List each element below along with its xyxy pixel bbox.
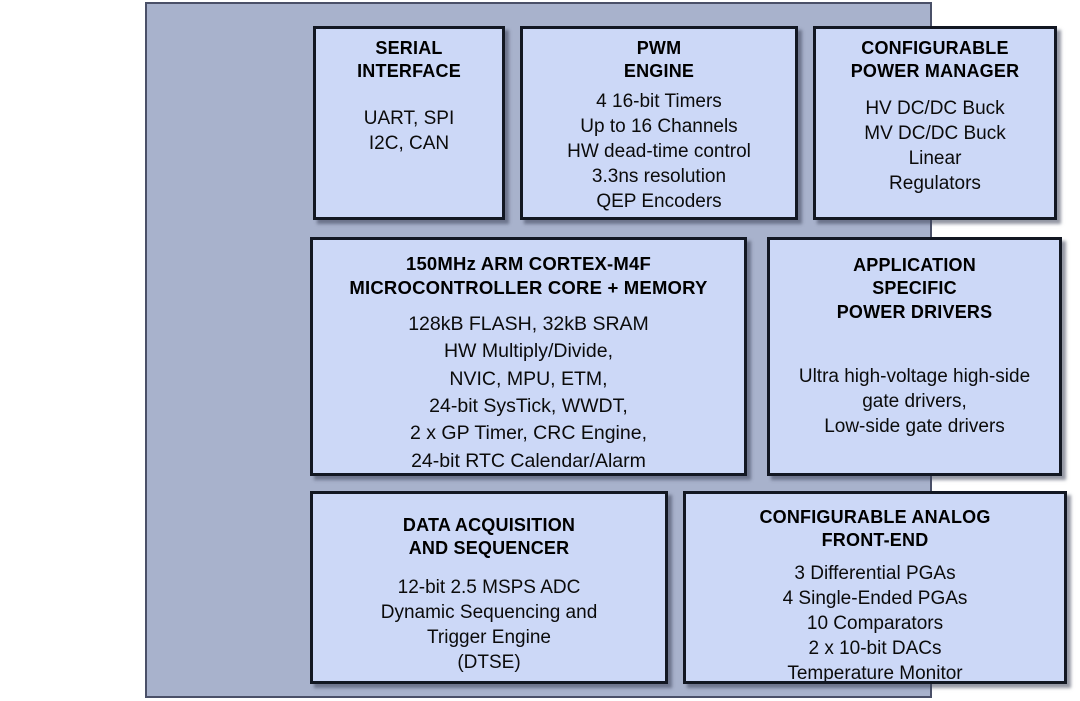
- block-configurable-power-manager-body: HV DC/DC Buck MV DC/DC Buck Linear Regul…: [864, 97, 1006, 195]
- block-configurable-power-manager: CONFIGURABLE POWER MANAGER HV DC/DC Buck…: [813, 26, 1057, 220]
- block-data-acquisition-and-sequencer-heading: DATA ACQUISITION AND SEQUENCER: [402, 515, 576, 559]
- block-serial-interface: SERIAL INTERFACE UART, SPI I2C, CAN: [313, 26, 505, 220]
- block-configurable-power-manager-heading: CONFIGURABLE POWER MANAGER: [850, 38, 1020, 82]
- block-pwm-engine-heading: PWM ENGINE: [623, 38, 695, 82]
- soc-chassis-container: SERIAL INTERFACE UART, SPI I2C, CAN PWM …: [145, 2, 1067, 698]
- block-data-acquisition-and-sequencer-body: 12-bit 2.5 MSPS ADC Dynamic Sequencing a…: [380, 576, 598, 674]
- block-configurable-analog-front-end-heading: CONFIGURABLE ANALOG FRONT-END: [759, 507, 991, 551]
- block-data-acquisition-and-sequencer: DATA ACQUISITION AND SEQUENCER 12-bit 2.…: [310, 491, 668, 684]
- block-microcontroller-core-heading: 150MHz ARM CORTEX-M4F MICROCONTROLLER CO…: [349, 253, 708, 299]
- block-pwm-engine-body: 4 16-bit Timers Up to 16 Channels HW dea…: [567, 90, 751, 213]
- block-serial-interface-body: UART, SPI I2C, CAN: [363, 107, 455, 154]
- block-application-specific-power-drivers-body: Ultra high-voltage high-side gate driver…: [798, 366, 1031, 438]
- block-configurable-analog-front-end-body: 3 Differential PGAs 4 Single-Ended PGAs …: [782, 562, 968, 684]
- block-pwm-engine: PWM ENGINE 4 16-bit Timers Up to 16 Chan…: [520, 26, 798, 220]
- block-application-specific-power-drivers-heading: APPLICATION SPECIFIC POWER DRIVERS: [836, 255, 993, 322]
- block-microcontroller-core: 150MHz ARM CORTEX-M4F MICROCONTROLLER CO…: [310, 237, 747, 476]
- block-serial-interface-heading: SERIAL INTERFACE: [357, 38, 461, 82]
- block-configurable-analog-front-end: CONFIGURABLE ANALOG FRONT-END 3 Differen…: [683, 491, 1067, 684]
- block-application-specific-power-drivers: APPLICATION SPECIFIC POWER DRIVERS Ultra…: [767, 237, 1062, 476]
- block-microcontroller-core-body: 128kB FLASH, 32kB SRAM HW Multiply/Divid…: [408, 313, 649, 472]
